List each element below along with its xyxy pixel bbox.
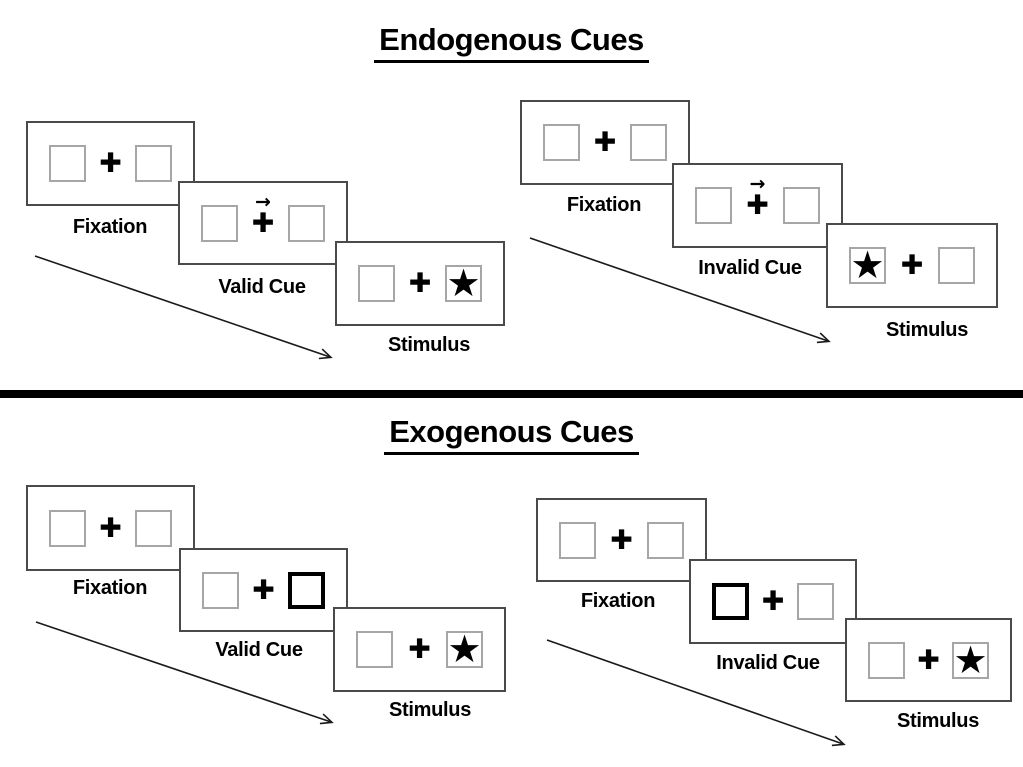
fixation-cross-icon: ✚ xyxy=(900,250,924,281)
timeline-arrow-endogenous-valid xyxy=(34,255,333,360)
fixation-panel: ✚ xyxy=(520,100,690,185)
stimulus-panel: ✚ ★ xyxy=(333,607,506,692)
panel-center: ✚ xyxy=(93,487,129,569)
fixation-cross-icon: ✚ xyxy=(746,190,769,221)
endogenous-title-row: Endogenous Cues xyxy=(0,22,1023,63)
panel-label: Stimulus xyxy=(387,334,471,356)
right-box-highlighted xyxy=(288,571,325,609)
right-box: ★ xyxy=(445,261,482,305)
stimulus-panel: ✚ ★ xyxy=(845,618,1012,702)
panel-label: Valid Cue xyxy=(215,639,303,661)
left-box xyxy=(695,187,732,224)
panel-center: ✚ xyxy=(755,561,791,642)
panel-center: ✚ xyxy=(402,243,438,324)
fixation-cross-icon: ✚ xyxy=(593,127,617,158)
panel-center: ✚ xyxy=(93,123,129,204)
panel-center: → ✚ xyxy=(245,183,281,263)
star-icon: ★ xyxy=(953,637,988,682)
panel-label: Invalid Cue xyxy=(698,257,802,279)
section-divider xyxy=(0,390,1023,398)
panel-center: ✚ xyxy=(604,500,640,580)
left-box xyxy=(559,521,596,559)
panel-label: Stimulus xyxy=(896,710,980,732)
panel-label: Stimulus xyxy=(388,699,472,721)
panel-center: → ✚ xyxy=(740,165,776,246)
invalid-cue-panel: → ✚ xyxy=(672,163,843,248)
timeline-arrow-exogenous-valid xyxy=(35,621,334,725)
right-box xyxy=(288,204,325,242)
fixation-cross-icon: ✚ xyxy=(408,268,432,299)
invalid-cue-panel: ✚ xyxy=(689,559,857,644)
panel-label: Fixation xyxy=(72,577,148,599)
fixation-panel: ✚ xyxy=(26,485,195,571)
cue-arrow-icon: → xyxy=(255,191,271,213)
timeline-arrow-endogenous-invalid xyxy=(529,237,831,344)
fixation-cross-icon: ✚ xyxy=(761,586,785,617)
panel-center: ✚ xyxy=(587,102,623,183)
fixation-cross-icon: ✚ xyxy=(917,644,940,676)
exogenous-title-row: Exogenous Cues xyxy=(0,414,1023,455)
fixation-panel: ✚ xyxy=(536,498,707,582)
panel-label: Invalid Cue xyxy=(716,652,820,674)
cue-arrow-icon: → xyxy=(749,173,766,195)
star-icon: ★ xyxy=(447,627,482,671)
fixation-panel: ✚ xyxy=(26,121,195,206)
right-box xyxy=(630,124,667,161)
panel-label: Valid Cue xyxy=(218,276,306,298)
section-title: Exogenous Cues xyxy=(384,414,639,455)
left-box xyxy=(356,631,393,668)
fixation-cross-icon: ✚ xyxy=(610,524,633,556)
right-box xyxy=(783,187,820,224)
star-icon: ★ xyxy=(446,261,481,305)
stimulus-panel: ★ ✚ xyxy=(826,223,998,308)
left-box xyxy=(543,124,580,161)
left-box xyxy=(868,641,905,679)
left-box: ★ xyxy=(849,243,886,287)
valid-cue-panel: ✚ xyxy=(179,548,348,632)
panel-label: Stimulus xyxy=(885,319,969,341)
valid-cue-panel: → ✚ xyxy=(178,181,348,265)
left-box xyxy=(202,571,239,609)
star-icon: ★ xyxy=(850,243,885,287)
left-box xyxy=(49,509,86,547)
right-box xyxy=(135,145,172,182)
right-box: ★ xyxy=(446,627,483,671)
left-box xyxy=(201,204,238,242)
right-box xyxy=(797,583,834,620)
fixation-cross-icon: ✚ xyxy=(408,634,431,665)
right-box xyxy=(938,247,975,284)
fixation-cross-icon: ✚ xyxy=(99,512,122,544)
panel-label: Fixation xyxy=(566,194,642,216)
panel-center: ✚ xyxy=(402,609,438,690)
left-box xyxy=(49,145,86,182)
fixation-cross-icon: ✚ xyxy=(251,207,275,239)
fixation-cross-icon: ✚ xyxy=(99,148,122,179)
panel-center: ✚ xyxy=(911,620,947,700)
panel-label: Fixation xyxy=(72,216,148,238)
panel-center: ✚ xyxy=(894,225,930,306)
section-title: Endogenous Cues xyxy=(374,22,649,63)
panel-center: ✚ xyxy=(246,550,282,630)
right-box xyxy=(135,509,172,547)
fixation-cross-icon: ✚ xyxy=(252,574,275,606)
stimulus-panel: ✚ ★ xyxy=(335,241,505,326)
right-box xyxy=(647,521,684,559)
left-box xyxy=(358,265,395,302)
right-box: ★ xyxy=(952,637,989,682)
panel-label: Fixation xyxy=(580,590,656,612)
left-box-highlighted xyxy=(712,583,749,620)
